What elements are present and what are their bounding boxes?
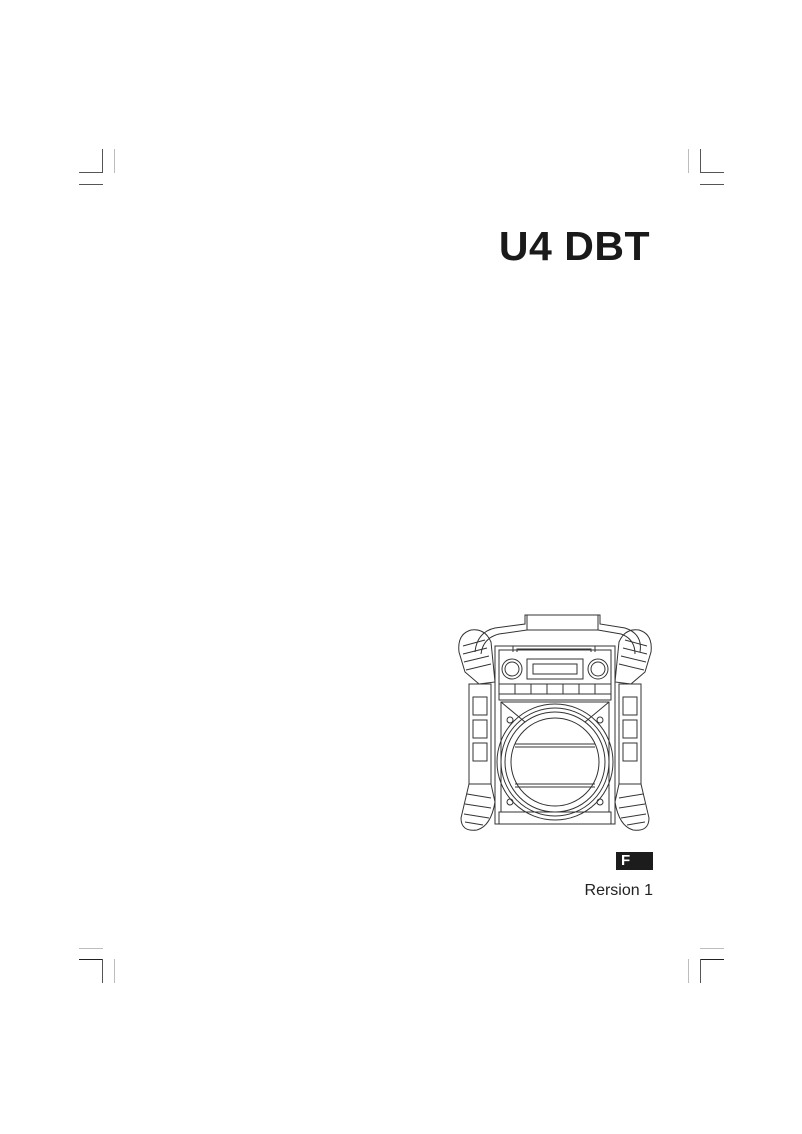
crop-mark-line — [700, 959, 724, 960]
crop-mark-line — [700, 959, 701, 983]
version-label: Rersion 1 — [584, 882, 653, 899]
radio-device-icon — [455, 612, 655, 837]
crop-mark-line — [79, 184, 103, 185]
crop-mark-line — [102, 959, 103, 983]
crop-mark-line — [102, 149, 103, 173]
model-title: U4 DBT — [498, 223, 650, 269]
crop-mark-line — [700, 184, 724, 185]
crop-mark-line — [700, 149, 701, 173]
crop-mark-line — [79, 948, 103, 949]
crop-mark-line — [114, 149, 115, 173]
crop-mark-line — [700, 948, 724, 949]
crop-mark-line — [79, 172, 103, 173]
language-badge: F — [616, 852, 653, 870]
crop-mark-line — [700, 172, 724, 173]
crop-mark-line — [79, 959, 103, 960]
crop-mark-line — [114, 959, 115, 983]
crop-mark-line — [688, 149, 689, 173]
crop-mark-line — [688, 959, 689, 983]
